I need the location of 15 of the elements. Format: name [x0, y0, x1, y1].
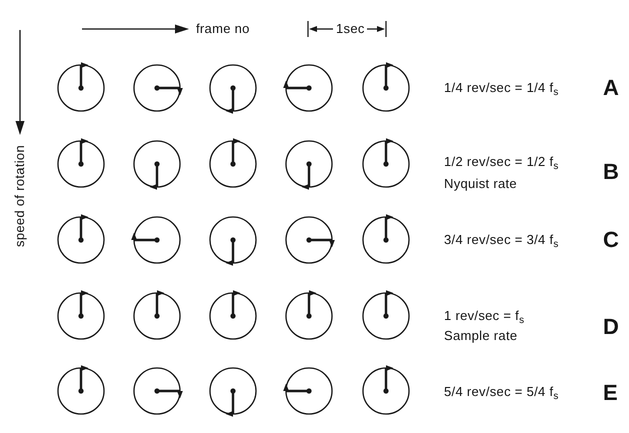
row-letter: A	[603, 76, 620, 100]
rate-label: 1/4 rev/sec = 1/4 f$_{s}$	[444, 80, 559, 96]
row-letter: E	[603, 381, 618, 405]
rate-label: 1/2 rev/sec = 1/2 f$_{s}$	[444, 154, 559, 170]
row-letter: B	[603, 160, 620, 184]
row-letter: C	[603, 228, 620, 252]
dimension-label: 1sec	[336, 21, 365, 37]
rate-note: Sample rate	[444, 328, 518, 344]
axis-label: frame no	[196, 21, 250, 37]
rate-label: 1 rev/sec = f$_{s}$	[444, 308, 524, 324]
rate-label: 5/4 rev/sec = 5/4 f$_{s}$	[444, 384, 559, 400]
row-letter: D	[603, 315, 620, 339]
rate-note: Nyquist rate	[444, 176, 517, 192]
axis-label: speed of rotation	[13, 145, 27, 247]
rate-label: 3/4 rev/sec = 3/4 f$_{s}$	[444, 232, 559, 248]
